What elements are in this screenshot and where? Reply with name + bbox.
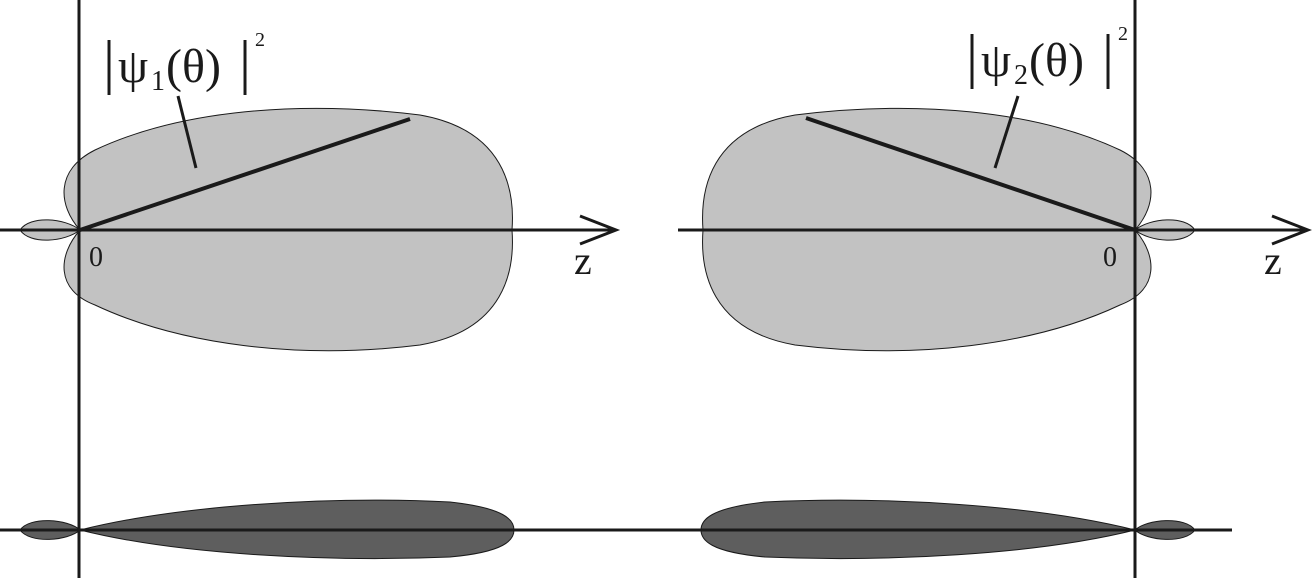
pattern-2-label-bar-right: | [1102,23,1114,89]
pattern-1-origin-label: 0 [89,242,103,273]
pattern-2-label-exponent: 2 [1118,23,1128,45]
pattern-1-label-psi: ψ [118,40,148,93]
pattern-1-label-bar-right: | [239,29,251,95]
pattern-2-z-arrowhead [1271,214,1312,246]
pattern-2-label-leader [993,95,1020,169]
pattern-2-label-bar-left: | [966,23,978,89]
pattern-2-label-subscript: 2 [1014,60,1028,91]
pattern-1-label-leader [176,95,198,169]
pattern-1: | ψ 1 (θ) | 2 0 z [0,0,621,578]
pattern-1-label-subscript: 1 [151,66,165,97]
pattern-2-label-psi: ψ [981,34,1011,87]
combined-pattern [0,499,1232,560]
pattern-1-radius-line [79,117,411,232]
pattern-1-label-exponent: 2 [255,29,265,51]
pattern-2-radius-line [805,116,1136,232]
pattern-2-label-argument: (θ) [1029,34,1084,87]
pattern-2: | ψ 2 (θ) | 2 0 z [678,0,1312,578]
pattern-1-z-label: z [574,238,592,283]
pattern-1-label-bar-left: | [103,29,115,95]
pattern-2-z-label: z [1264,238,1282,283]
pattern-1-z-arrowhead [579,214,621,246]
pattern-2-origin-label: 0 [1103,242,1117,273]
pattern-1-label-argument: (θ) [166,40,221,93]
